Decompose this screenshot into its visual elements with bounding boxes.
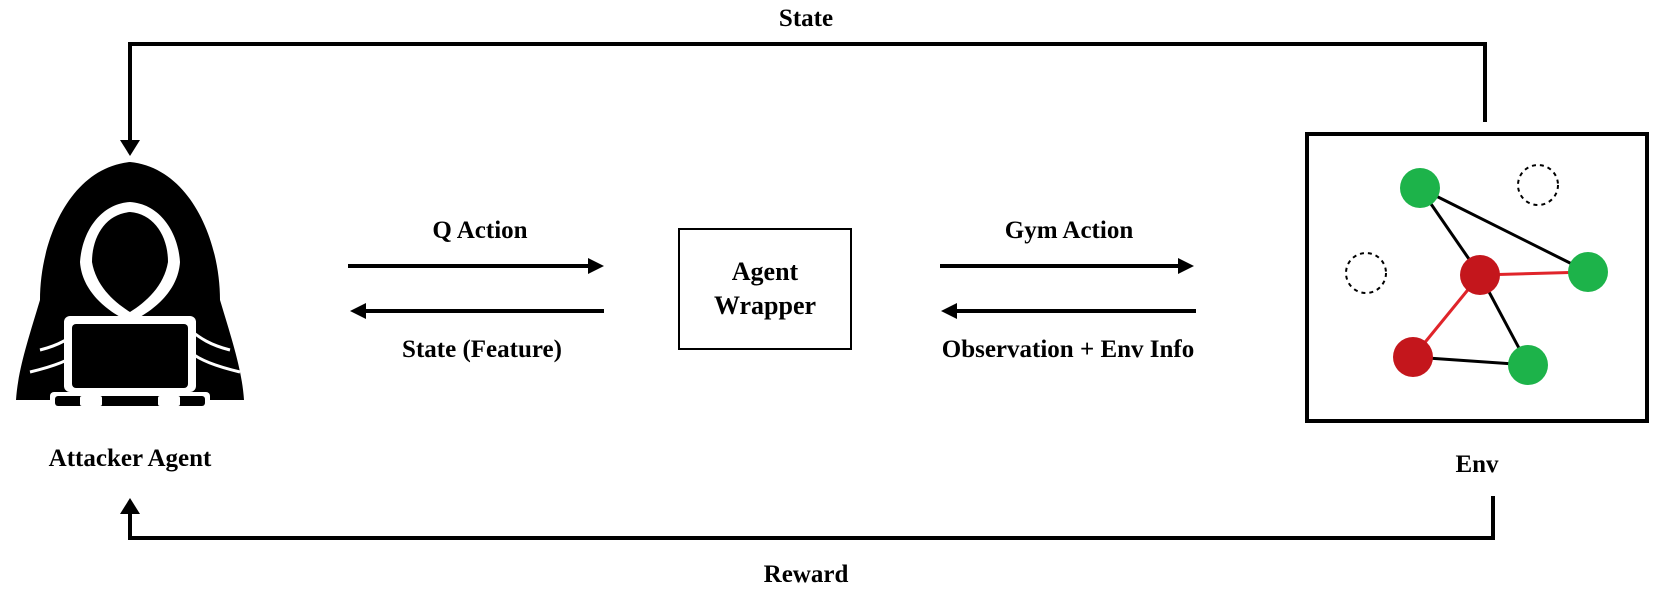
graph-node-empty (1517, 164, 1559, 206)
state-feature-label: State (Feature) (402, 336, 562, 363)
graph-edge (1419, 186, 1589, 274)
graph-node-empty (1345, 252, 1387, 294)
graph-node-compromised (1393, 337, 1433, 377)
agent-wrapper-line1: Agent (731, 257, 799, 286)
gym-action-label: Gym Action (1004, 217, 1134, 244)
graph-node-compromised (1460, 255, 1500, 295)
gym-action-arrowhead (1178, 258, 1194, 274)
graph-node-benign (1508, 345, 1548, 385)
q-action-arrowhead (588, 258, 604, 274)
state-feedback-arrow (128, 42, 1487, 145)
hooded-hacker-laptop-icon (16, 162, 244, 410)
graph-node-benign (1400, 168, 1440, 208)
agent-wrapper-line2: Wrapper (713, 291, 817, 320)
state-top-label: State (778, 5, 834, 32)
env-graph (1345, 164, 1608, 385)
graph-node-benign (1568, 252, 1608, 292)
state-feature-arrowhead (350, 303, 366, 319)
observation-arrowhead (941, 303, 957, 319)
reward-arrowhead (120, 498, 140, 514)
env-label: Env (1455, 451, 1499, 478)
q-action-label: Q Action (432, 217, 528, 244)
attacker-agent-label: Attacker Agent (48, 445, 212, 472)
reward-label: Reward (763, 561, 849, 588)
observation-label: Observation + Env Info (941, 336, 1195, 363)
reward-feedback-arrow (128, 496, 1495, 540)
agent-wrapper-box: Agent Wrapper (678, 228, 852, 350)
state-arrowhead (120, 140, 140, 156)
